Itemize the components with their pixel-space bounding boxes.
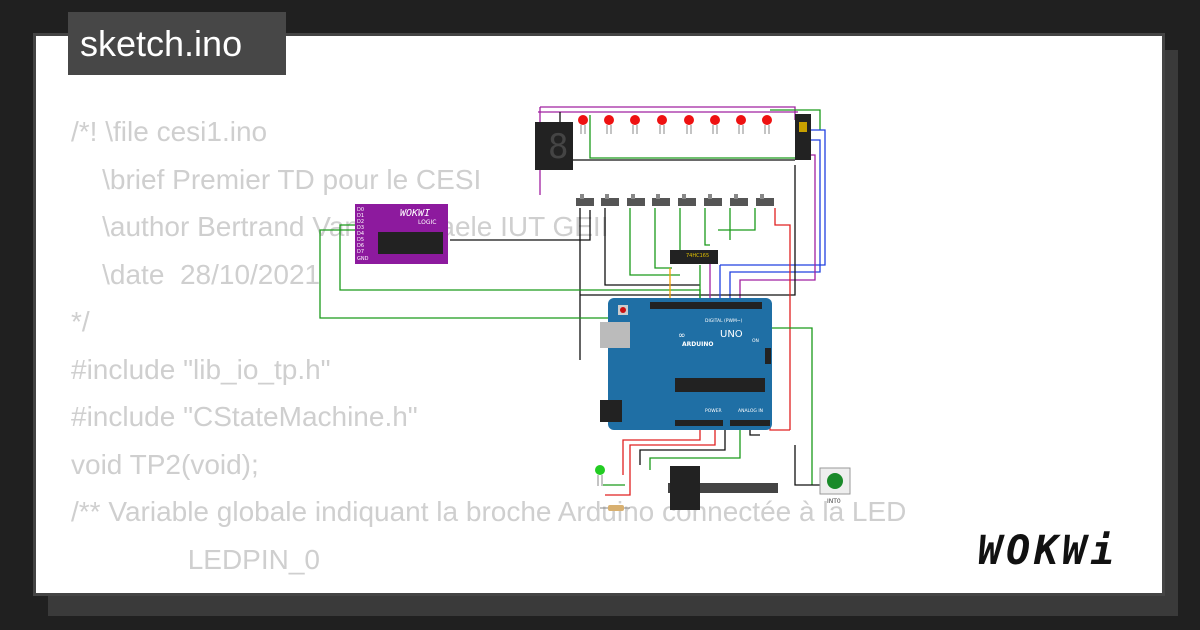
shift-register-label: 74HC165 bbox=[686, 253, 709, 259]
code-line: \brief Premier TD pour le CESI bbox=[71, 163, 482, 195]
code-preview: /*! \file cesi1.ino \brief Premier TD po… bbox=[71, 108, 906, 583]
analyzer-pin: D1 bbox=[357, 213, 364, 219]
slide-switch bbox=[627, 194, 645, 206]
code-line: */ bbox=[71, 306, 90, 337]
code-line: \date 28/10/2021 bbox=[71, 258, 321, 290]
analyzer-pin: D7 bbox=[357, 249, 364, 255]
slide-switch bbox=[730, 194, 748, 206]
power-header-label: POWER bbox=[705, 408, 722, 414]
analyzer-subtitle: LOGIC bbox=[418, 219, 436, 226]
code-line: #include "CStateMachine.h" bbox=[71, 401, 418, 432]
analyzer-pin: D2 bbox=[357, 219, 364, 225]
led bbox=[578, 115, 588, 134]
code-line: void TP2(void); bbox=[71, 448, 259, 480]
analyzer-brand: WOKWI bbox=[400, 208, 430, 219]
led bbox=[657, 115, 667, 134]
led bbox=[762, 115, 772, 134]
slide-switch bbox=[756, 194, 774, 206]
analyzer-pin: D5 bbox=[357, 237, 364, 243]
analyzer-pin: D6 bbox=[357, 243, 364, 249]
logic-analyzer: WOKWI LOGIC D0 D1 D2 D3 D4 D5 D6 D7 GND bbox=[355, 204, 448, 264]
preview-card: /*! \file cesi1.ino \brief Premier TD po… bbox=[33, 33, 1165, 596]
led bbox=[736, 115, 746, 134]
analyzer-pin: D4 bbox=[357, 231, 364, 237]
slide-switch bbox=[652, 194, 670, 206]
analyzer-pin: D3 bbox=[357, 225, 364, 231]
analyzer-pin: D0 bbox=[357, 207, 364, 213]
code-line: /*! \file cesi1.ino bbox=[71, 116, 268, 147]
arduino-uno: DIGITAL (PWM~) ∞ UNO ARDUINO ON POWER AN… bbox=[600, 298, 772, 430]
arduino-model: UNO bbox=[720, 329, 743, 340]
slide-switch-row bbox=[576, 194, 774, 206]
file-name-tab: sketch.ino bbox=[68, 12, 286, 75]
on-label: ON bbox=[752, 338, 759, 344]
led-row bbox=[578, 115, 772, 134]
arduino-brand: ARDUINO bbox=[682, 341, 713, 348]
green-led bbox=[595, 465, 605, 486]
shift-register-chip: 74HC165 bbox=[670, 250, 718, 264]
slide-potentiometer bbox=[668, 466, 778, 510]
resistor bbox=[600, 505, 630, 511]
slide-switch bbox=[576, 194, 594, 206]
seven-segment-display: 8 bbox=[535, 122, 573, 170]
led bbox=[604, 115, 614, 134]
slide-switch bbox=[601, 194, 619, 206]
code-line: #include "lib_io_tp.h" bbox=[71, 353, 331, 385]
button-label: INT0 bbox=[827, 498, 841, 505]
wokwi-logo: WOKWi bbox=[978, 528, 1119, 574]
analyzer-pin: GND bbox=[357, 256, 369, 262]
digital-header-label: DIGITAL (PWM~) bbox=[705, 318, 743, 324]
code-line: LEDPIN_0 bbox=[71, 543, 320, 575]
svg-text:∞: ∞ bbox=[678, 331, 686, 341]
circuit-diagram: 8 WOKWI LOGIC D0 D1 D2 bbox=[319, 106, 851, 511]
slide-switch bbox=[704, 194, 722, 206]
led bbox=[684, 115, 694, 134]
led bbox=[630, 115, 640, 134]
svg-text:8: 8 bbox=[548, 127, 568, 167]
analog-header-label: ANALOG IN bbox=[738, 408, 763, 414]
push-button: INT0 bbox=[819, 467, 851, 505]
led-driver-chip bbox=[795, 114, 811, 160]
slide-switch bbox=[678, 194, 696, 206]
led bbox=[710, 115, 720, 134]
